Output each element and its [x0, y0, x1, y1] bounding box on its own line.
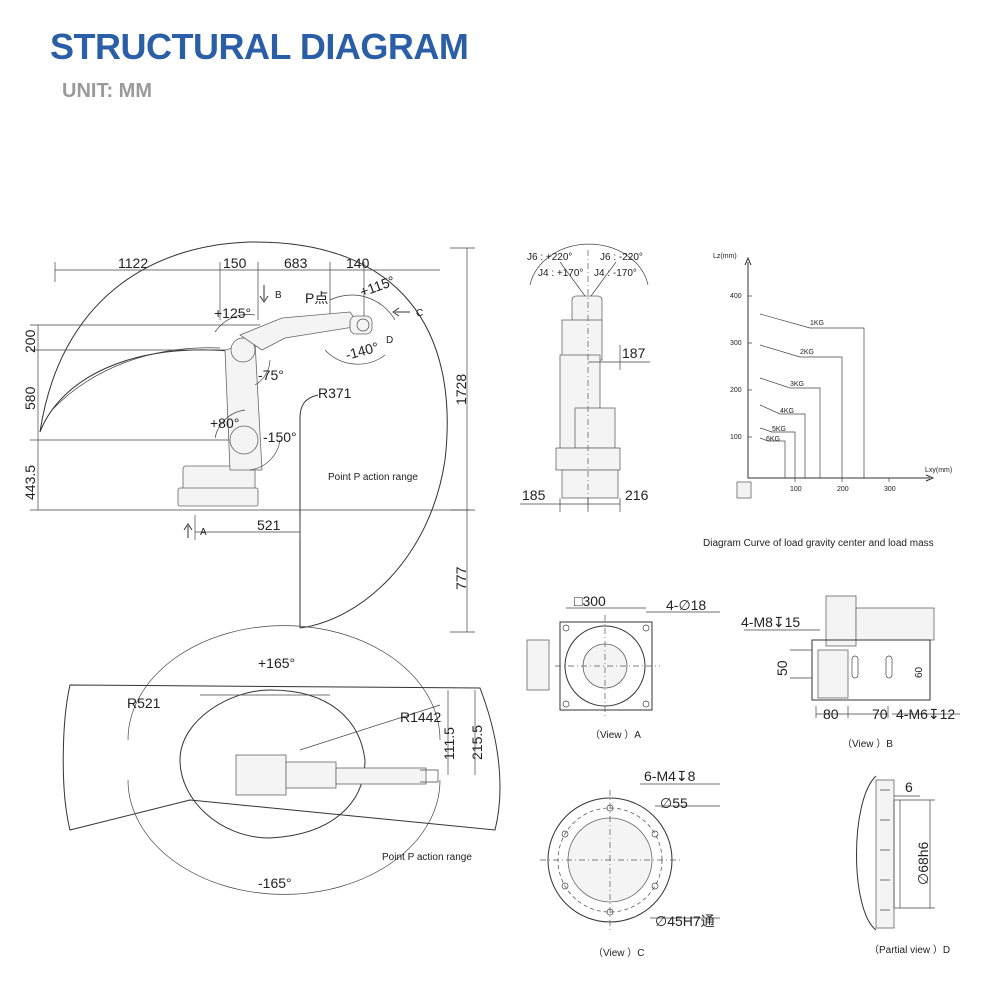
view-c-m4: 6-M4↧8 — [644, 768, 696, 784]
load-chart-x-label: Lxy(mm) — [925, 467, 952, 474]
view-b-dim-70: 70 — [872, 706, 888, 722]
j6-plus-220: J6 : +220° — [527, 252, 572, 263]
view-d-caption: （Partial view ）D — [869, 944, 950, 956]
view-c-d45: ∅45H7通 — [655, 913, 715, 929]
top-view-dim-111-5: 111.5 — [441, 727, 457, 760]
view-d-dim-6: 6 — [905, 779, 913, 795]
dim-580: 580 — [22, 386, 38, 410]
view-b-dim-80: 80 — [823, 706, 839, 722]
curve-4kg: 4KG — [780, 408, 794, 415]
view-d-marker: D — [386, 335, 393, 346]
dim-140: 140 — [346, 255, 370, 271]
top-view: +165° -165° R521 R1442 111.5 215.5 Point… — [62, 625, 501, 895]
dim-683: 683 — [284, 255, 308, 271]
unit-label: UNIT: MM — [62, 80, 152, 102]
x-tick-300: 300 — [884, 486, 896, 493]
angle-minus-140: -140° — [344, 339, 381, 363]
view-b-caption: （View ）B — [842, 738, 893, 750]
view-b-dim-50: 50 — [774, 660, 790, 676]
dim-187: 187 — [622, 345, 646, 361]
top-view-r521: R521 — [127, 695, 161, 711]
y-tick-200: 200 — [730, 387, 742, 394]
curve-2kg: 2KG — [800, 349, 814, 356]
angle-minus-75: -75° — [258, 367, 284, 383]
workspace-envelope — [39, 241, 448, 629]
curve-5kg: 5KG — [772, 426, 786, 433]
view-a: □300 4-∅18 （View ）A — [526, 593, 720, 741]
load-chart: Lz(mm) Lxy(mm) 400 300 200 100 100 200 3… — [703, 253, 952, 549]
dim-216: 216 — [625, 487, 649, 503]
angle-plus-115: +115° — [358, 272, 397, 299]
dim-443-5: 443.5 — [22, 465, 38, 500]
load-chart-y-label: Lz(mm) — [713, 253, 737, 260]
top-view-range-label: Point P action range — [382, 852, 472, 863]
page-title: STRUCTURAL DIAGRAM — [50, 26, 469, 67]
angle-minus-165: -165° — [258, 875, 292, 891]
j6-minus-220: J6 : -220° — [600, 252, 643, 263]
y-tick-300: 300 — [730, 340, 742, 347]
view-c: 6-M4↧8 ∅55 ∅45H7通 （View ）C — [540, 768, 720, 959]
view-c-marker: C — [416, 308, 423, 319]
dim-1728: 1728 — [453, 374, 469, 405]
j4-minus-170: J4 : -170° — [594, 268, 637, 279]
view-a-square-300: □300 — [574, 593, 606, 609]
curve-3kg: 3KG — [790, 381, 804, 388]
top-view-r1442: R1442 — [400, 709, 441, 725]
dim-777: 777 — [453, 566, 469, 590]
action-range-label: Point P action range — [328, 472, 418, 483]
p-point-label: P点 — [305, 290, 328, 306]
load-chart-caption: Diagram Curve of load gravity center and… — [703, 538, 934, 549]
angle-plus-80: +80° — [210, 415, 239, 431]
view-b-dim-60: 60 — [914, 666, 925, 678]
view-c-d55: ∅55 — [660, 795, 688, 811]
y-tick-100: 100 — [730, 434, 742, 441]
view-d: 6 ∅68h6 （Partial view ）D — [856, 775, 950, 956]
angle-minus-150: -150° — [263, 429, 297, 445]
view-a-marker: A — [200, 527, 207, 538]
curve-1kg: 1KG — [810, 320, 824, 327]
view-a-holes: 4-∅18 — [666, 597, 706, 613]
y-tick-400: 400 — [730, 293, 742, 300]
j4-plus-170: J4 : +170° — [538, 268, 583, 279]
x-tick-200: 200 — [837, 486, 849, 493]
x-tick-100: 100 — [790, 486, 802, 493]
view-b-m6: 4-M6↧12 — [896, 706, 955, 722]
dim-150: 150 — [223, 255, 247, 271]
view-b: 4-M8↧15 50 60 80 70 4-M6↧12 （View ）B — [741, 595, 960, 750]
angle-plus-125: +125° — [214, 305, 251, 321]
view-c-caption: （View ）C — [593, 947, 645, 959]
view-b-m8: 4-M8↧15 — [741, 614, 800, 630]
angle-plus-165: +165° — [258, 655, 295, 671]
curve-6kg: 6KG — [766, 436, 780, 443]
dim-185: 185 — [522, 487, 546, 503]
view-a-caption: （View ）A — [590, 729, 641, 741]
dim-200: 200 — [22, 329, 38, 353]
dim-521: 521 — [257, 517, 281, 533]
top-view-dim-215-5: 215.5 — [469, 725, 485, 760]
view-b-marker: B — [275, 290, 282, 301]
front-view: J6 : +220° J6 : -220° J4 : +170° J4 : -1… — [520, 243, 650, 512]
side-view: 1122 150 683 140 +115° +125° -75° +80° -… — [22, 241, 475, 633]
view-d-d68: ∅68h6 — [915, 841, 931, 885]
dim-1122: 1122 — [118, 255, 148, 271]
radius-371: R371 — [318, 385, 352, 401]
